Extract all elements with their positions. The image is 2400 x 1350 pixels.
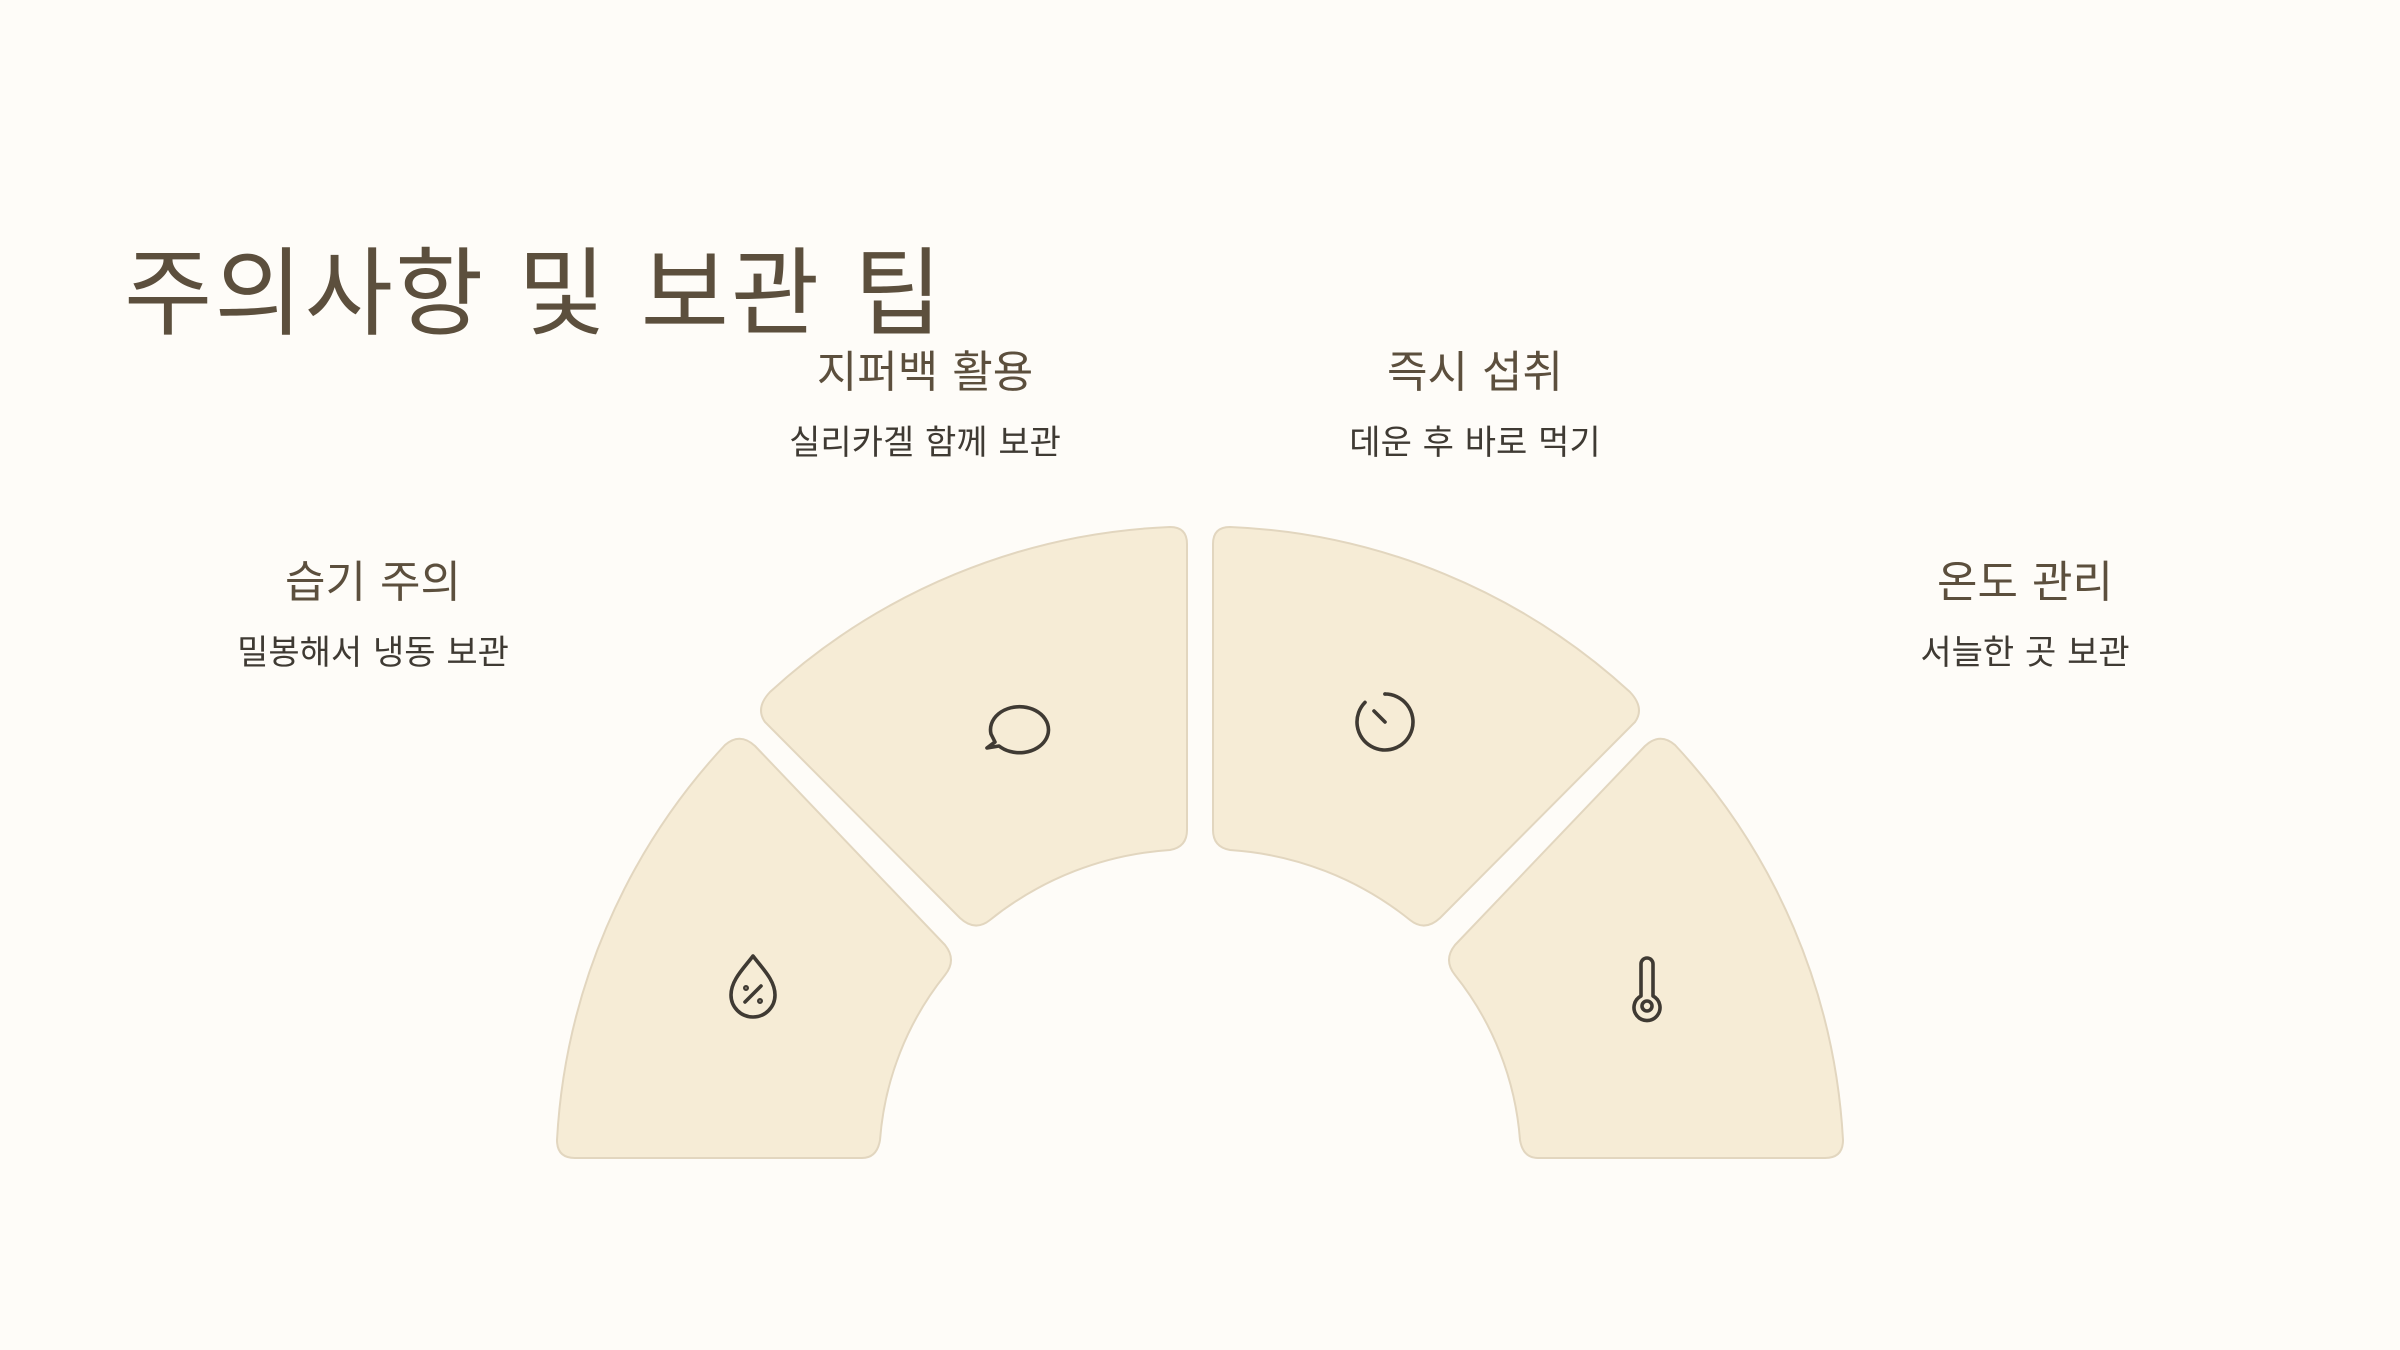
- chat-bubble-icon: [985, 704, 1051, 755]
- tip-humidity: 습기 주의 밀봉해서 냉동 보관: [237, 555, 509, 675]
- tip-title: 습기 주의: [285, 557, 461, 608]
- tip-description: 밀봉해서 냉동 보관: [237, 633, 509, 673]
- tip-title: 온도 관리: [1937, 557, 2113, 608]
- timer-icon: [1355, 692, 1415, 752]
- humidity-drop-icon: [729, 954, 777, 1019]
- tip-title: 즉시 섭취: [1387, 347, 1563, 398]
- segment-eat-immediately: [1212, 526, 1640, 927]
- thermometer-icon: [1632, 956, 1662, 1023]
- tip-description: 실리카겔 함께 보관: [789, 423, 1061, 463]
- segment-ziplock: [760, 526, 1188, 927]
- page-title: 주의사항 및 보관 팁: [124, 238, 945, 351]
- segment-humidity: [556, 737, 952, 1159]
- tip-temperature: 온도 관리 서늘한 곳 보관: [1920, 555, 2129, 675]
- tip-description: 서늘한 곳 보관: [1920, 633, 2130, 673]
- segment-temperature: [1448, 737, 1844, 1159]
- tip-ziplock: 지퍼백 활용 실리카겔 함께 보관: [789, 345, 1061, 465]
- tip-title: 지퍼백 활용: [816, 347, 1034, 398]
- tip-description: 데운 후 바로 먹기: [1349, 423, 1601, 463]
- tip-eat-immediately: 즉시 섭취 데운 후 바로 먹기: [1349, 345, 1600, 465]
